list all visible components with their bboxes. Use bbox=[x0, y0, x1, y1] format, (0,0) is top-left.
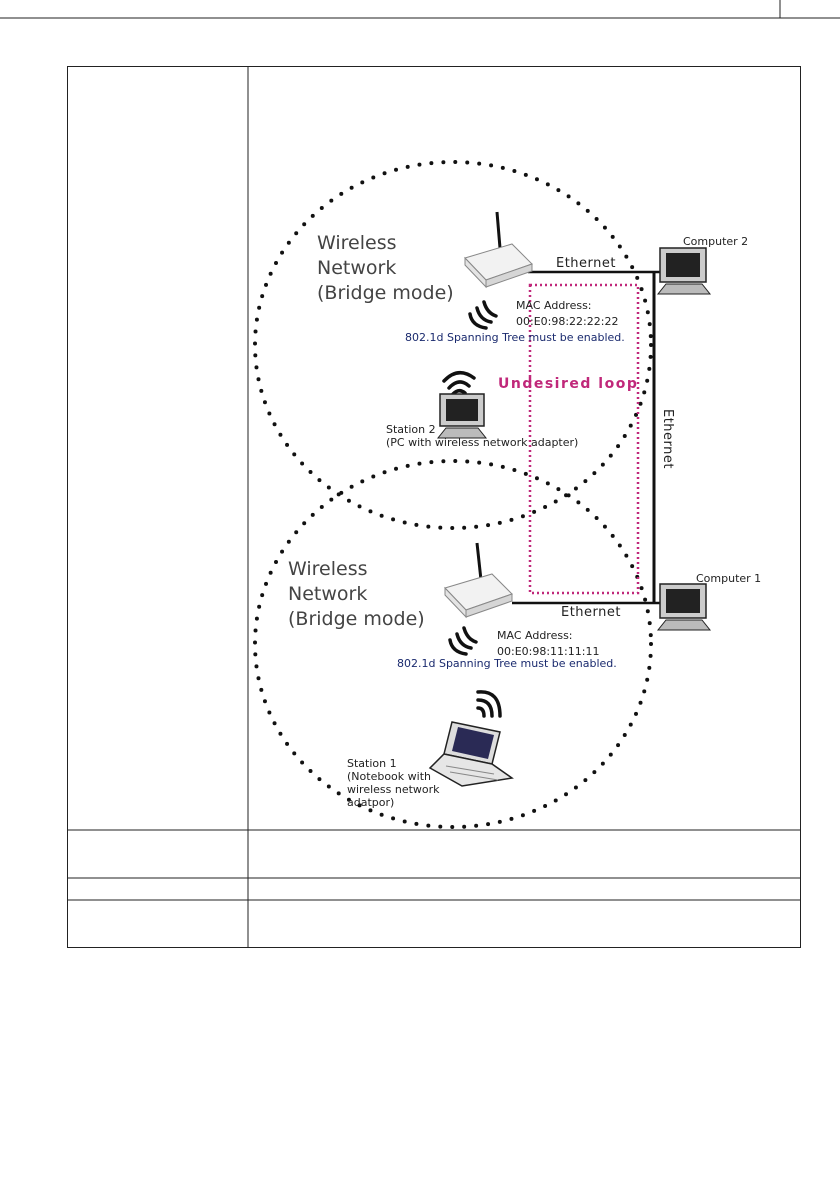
stp-bottom-note: 802.1d Spanning Tree must be enabled. bbox=[397, 657, 617, 670]
network-bottom-label-line3: (Bridge mode) bbox=[288, 608, 425, 630]
mac-bottom-label: MAC Address: bbox=[497, 629, 573, 642]
station2-pc-icon bbox=[436, 393, 488, 439]
station2-label-line1: Station 2 bbox=[386, 423, 436, 436]
stp-top-note: 802.1d Spanning Tree must be enabled. bbox=[405, 331, 625, 344]
ethernet-bottom-label: Ethernet bbox=[561, 605, 621, 620]
wifi-signal-icon-bottom-ap bbox=[448, 626, 478, 656]
network-bottom-label-line2: Network bbox=[288, 583, 367, 605]
wifi-signal-icon-top-ap bbox=[468, 300, 498, 330]
computer2-label: Computer 2 bbox=[683, 235, 748, 248]
station1-label-line3: wireless network bbox=[347, 783, 440, 796]
ethernet-top-label: Ethernet bbox=[556, 256, 616, 271]
station2-label-line2: (PC with wireless network adapter) bbox=[386, 436, 578, 449]
page-top-rule bbox=[0, 0, 840, 19]
coverage-circle-top bbox=[253, 160, 653, 530]
document-table bbox=[67, 66, 801, 948]
mac-bottom-value: 00:E0:98:11:11:11 bbox=[497, 645, 599, 658]
station1-notebook-icon bbox=[428, 721, 514, 787]
computer1-label: Computer 1 bbox=[696, 572, 761, 585]
station1-label-line2: (Notebook with bbox=[347, 770, 431, 783]
access-point-top-icon bbox=[464, 211, 533, 289]
computer2-icon bbox=[656, 247, 712, 295]
ethernet-vertical-label: Ethernet bbox=[660, 409, 675, 469]
undesired-loop-label: Undesired loop bbox=[498, 376, 638, 392]
station1-label-line4: adatpor) bbox=[347, 796, 394, 809]
network-top-label-line1: Wireless bbox=[317, 232, 397, 254]
computer1-icon bbox=[656, 583, 712, 631]
coverage-circle-bottom bbox=[253, 459, 653, 829]
station1-label-line1: Station 1 bbox=[347, 757, 397, 770]
network-top-label-line3: (Bridge mode) bbox=[317, 282, 454, 304]
network-top-label-line2: Network bbox=[317, 257, 396, 279]
undesired-loop-box bbox=[528, 283, 640, 595]
access-point-bottom-icon bbox=[444, 542, 513, 619]
wifi-signal-icon-station1 bbox=[476, 690, 502, 718]
wifi-signal-icon-station2 bbox=[442, 371, 476, 396]
mac-top-label: MAC Address: bbox=[516, 299, 592, 312]
mac-top-value: 00:E0:98:22:22:22 bbox=[516, 315, 618, 328]
network-bottom-label-line1: Wireless bbox=[288, 558, 368, 580]
